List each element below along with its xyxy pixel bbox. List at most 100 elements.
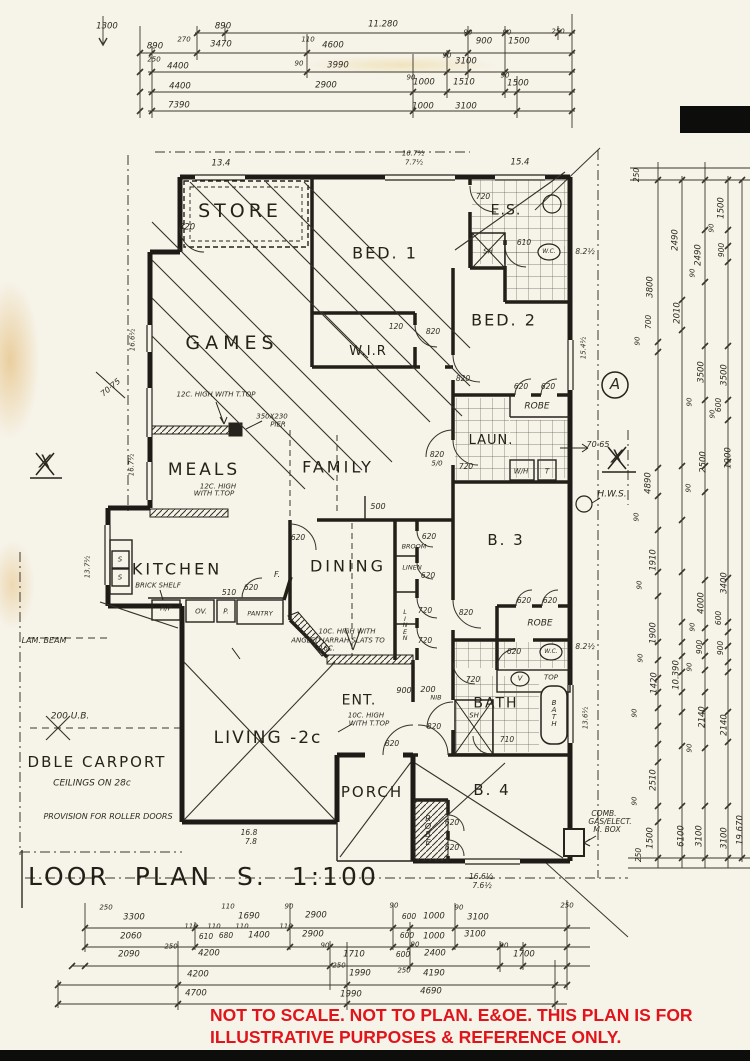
- room-label-dining: DINING: [309, 556, 387, 576]
- dim-label: 250: [551, 27, 565, 36]
- fixture-wc: W.C.: [542, 247, 556, 255]
- note-brick-shelf: BRICK SHELF: [135, 581, 181, 590]
- dim-label: 90: [284, 902, 294, 911]
- fixture-pantry: PANTRY: [247, 609, 273, 618]
- dim-label: 3800: [645, 276, 656, 298]
- dim-label: 820: [429, 450, 445, 460]
- dim-label: 620: [513, 382, 529, 392]
- plan-title: LOOR PLAN S. 1:100: [28, 862, 379, 891]
- dim-label: 720: [458, 462, 474, 472]
- dim-label: 820: [455, 374, 471, 384]
- room-label-ent: ENT.: [341, 692, 377, 709]
- dim-label: 90: [684, 483, 693, 493]
- dim-label: 1700: [513, 949, 535, 960]
- dim-label: 10.390: [671, 660, 682, 690]
- dim-label: 620: [243, 583, 259, 593]
- dim-label: 3100: [455, 56, 477, 67]
- note-underbeam: 200 U.B.: [50, 711, 90, 722]
- dim-label: 8.2½: [575, 642, 595, 652]
- note-pier: PIER: [270, 420, 286, 429]
- dim-label: 8.2½: [575, 247, 595, 257]
- room-label-wir: W.I.R: [349, 344, 387, 360]
- fixture-p: P.: [223, 607, 229, 616]
- dim-label: 3100: [694, 825, 705, 847]
- dim-label: 900: [695, 639, 705, 655]
- dim-label: 90: [685, 397, 694, 407]
- dim-label: 1990: [340, 989, 362, 1000]
- dim-label: 16.7½: [127, 453, 136, 477]
- dim-label: 3100: [464, 929, 486, 940]
- dim-label: 90: [406, 73, 416, 82]
- room-label-es: E.S.: [490, 202, 522, 219]
- dim-label: 4890: [643, 472, 654, 494]
- dim-label: 120: [388, 322, 404, 332]
- dim-label: 1900: [723, 447, 734, 469]
- dim-label: 250: [634, 847, 644, 863]
- dim-label: 90: [633, 336, 642, 346]
- dim-label: 90: [636, 653, 645, 663]
- dim-label: 250: [397, 966, 411, 975]
- dim-label: 90: [294, 59, 304, 68]
- dim-label: 250: [99, 903, 113, 912]
- dim-label: 620: [290, 533, 306, 543]
- note-meter-box: GAS/ELECT.: [588, 817, 632, 827]
- fixture-wc: W.C.: [544, 647, 558, 655]
- dim-label: 110: [207, 922, 221, 931]
- dim-label: 1900: [648, 622, 659, 644]
- dim-label: 510: [221, 588, 237, 598]
- dim-label: 3500: [719, 364, 730, 386]
- roof-lines: [45, 171, 566, 859]
- dim-label: 3990: [327, 60, 349, 71]
- dim-label: 3100: [719, 827, 730, 849]
- disclaimer-text: NOT TO SCALE. NOT TO PLAN. E&OE. THIS PL…: [210, 1005, 750, 1048]
- dim-label: 90: [635, 580, 644, 590]
- note-meter-box: COMB.: [591, 809, 617, 819]
- dim-label: 4200: [187, 969, 209, 980]
- dim-label: 1420: [649, 672, 660, 694]
- dim-label: 15.4½: [579, 336, 588, 360]
- dim-label: 600: [714, 610, 724, 626]
- note-lam-beam: LAM. BEAM: [21, 635, 67, 645]
- section-marker-x: X: [610, 446, 624, 468]
- dim-label: 600: [401, 912, 417, 922]
- room-label-carport: DBLE CARPORT: [27, 753, 167, 772]
- dim-label: 2500: [698, 451, 709, 473]
- dim-label: 1690: [238, 911, 260, 922]
- dim-label: 4690: [420, 986, 442, 997]
- dim-label: 90: [463, 28, 473, 37]
- fixtures-linework: [454, 194, 593, 857]
- joinery-lines: [109, 180, 571, 862]
- dim-label: 2090: [118, 949, 140, 960]
- dim-label: 90: [707, 223, 716, 233]
- dim-label: 90: [708, 409, 717, 419]
- dim-label: 4200: [198, 948, 220, 959]
- dim-label: 90: [632, 512, 641, 522]
- dim-label: 90: [630, 796, 639, 806]
- section-marker-x: X: [38, 451, 52, 473]
- dim-label: 2010: [672, 302, 683, 324]
- note-pier: 350X230: [256, 412, 288, 421]
- dim-label: 2140: [719, 714, 730, 736]
- fixture-bathtub: B A T H: [551, 699, 557, 728]
- fixture-oven: OV.: [195, 607, 207, 616]
- dim-label: 7.8: [245, 837, 257, 847]
- dim-label: 19.670: [735, 815, 746, 845]
- fixture-top: TOP: [543, 673, 559, 682]
- bottom-dimension-block: [54, 900, 590, 1010]
- dim-label: 3100: [467, 912, 489, 923]
- dim-label: 250: [147, 55, 161, 64]
- dim-label: 90: [685, 743, 694, 753]
- room-label-store: STORE: [198, 200, 282, 223]
- dim-label: 250: [332, 961, 346, 970]
- dim-label: 2060: [120, 931, 142, 942]
- dim-label: 500: [370, 501, 386, 511]
- dim-label: 720: [465, 675, 481, 685]
- dim-label: 13.6½: [581, 706, 590, 730]
- dim-label: 3100: [455, 101, 477, 112]
- dim-label: 4400: [167, 61, 189, 72]
- dim-label: 1000: [423, 931, 445, 942]
- dim-label: 110: [235, 922, 249, 931]
- level-label: 70·65: [586, 439, 610, 449]
- room-label-kitchen: KITCHEN: [131, 559, 223, 579]
- dim-label: 620: [506, 647, 522, 657]
